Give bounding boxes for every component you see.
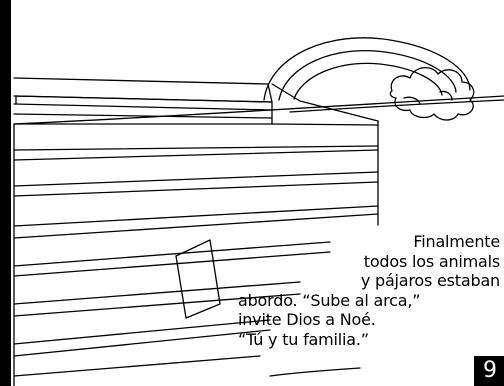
ark-roof bbox=[13, 77, 379, 126]
ark-hull bbox=[13, 120, 379, 386]
caption-line: todos los animals bbox=[363, 251, 500, 271]
story-caption: Finalmente todos los animals y pájaros e… bbox=[238, 232, 500, 349]
caption-line: abordo. “Sube al arca,” bbox=[238, 290, 421, 310]
caption-line: y pájaros estaban bbox=[360, 271, 500, 290]
ark-door bbox=[175, 239, 221, 319]
rainbow bbox=[263, 37, 471, 101]
caption-line: Finalmente bbox=[413, 232, 500, 251]
caption-line: “Tú y tu familia.” bbox=[238, 329, 369, 349]
page-number: 9 bbox=[474, 356, 504, 386]
page-edge-bar bbox=[0, 0, 11, 386]
caption-line: invite Dios a Noé. bbox=[238, 310, 376, 329]
cloud bbox=[389, 67, 475, 121]
horizon-line bbox=[13, 95, 504, 125]
